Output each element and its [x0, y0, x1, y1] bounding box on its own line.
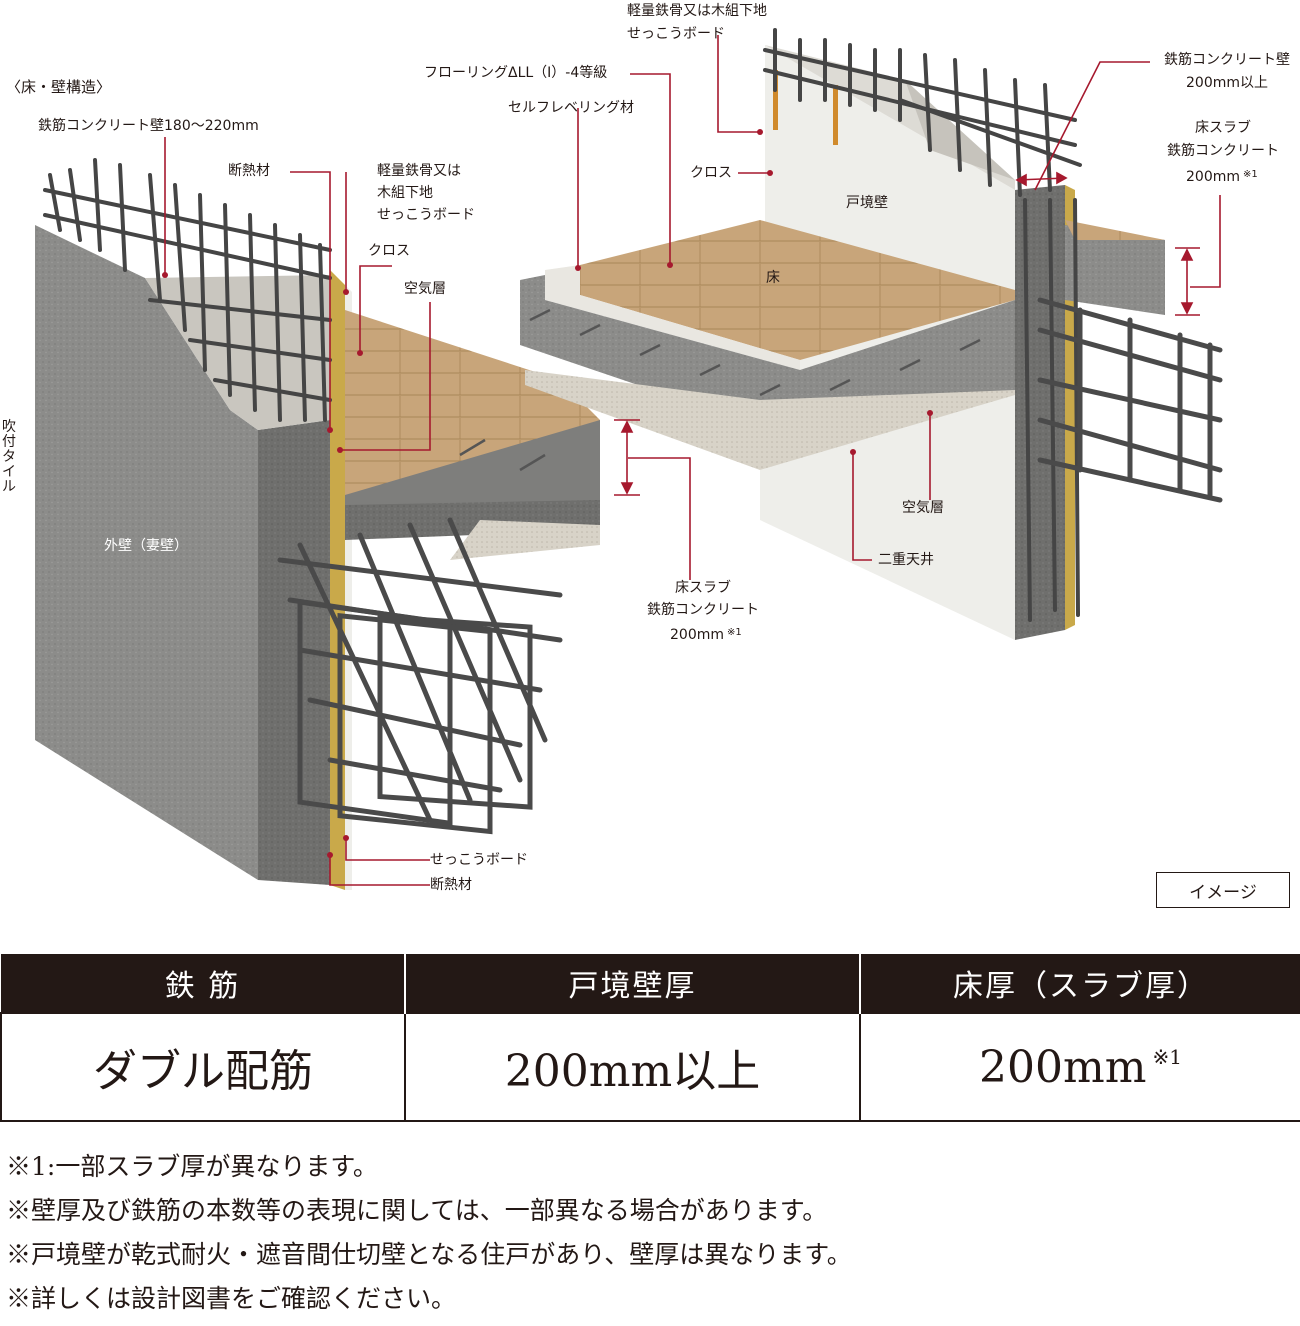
label-air-layer-right: 空気層 [902, 500, 944, 516]
label-steel-frame-left-1: 軽量鉄骨又は [377, 163, 461, 179]
label-spray-tile: 吹付タイル [2, 419, 16, 495]
leader-lines [164, 35, 1221, 886]
label-slab-mid-3: 200mm※1 [670, 627, 742, 643]
dimension-markers [614, 171, 1200, 496]
label-cloth-left: クロス [368, 243, 410, 259]
label-steel-frame-top-2: せっこうボード [627, 26, 725, 42]
label-outer-wall: 外壁（妻壁） [104, 538, 188, 554]
beam-cage-rebar [277, 517, 563, 835]
spec-table-header-row: 鉄 筋 戸境壁厚 床厚（スラブ厚） [1, 954, 1300, 1013]
label-slab-mid-1: 床スラブ [675, 580, 731, 596]
slab-rebar-marks [459, 308, 981, 472]
image-only-badge: イメージ [1156, 872, 1290, 908]
label-rc-wall: 鉄筋コンクリート壁180〜220mm [38, 118, 259, 134]
label-insulation-top: 断熱材 [228, 163, 270, 179]
header-rebar: 鉄 筋 [1, 954, 405, 1013]
value-floor-note-mark: ※1 [1152, 1044, 1182, 1069]
left-wall-rebar [43, 158, 332, 422]
label-steel-frame-top-1: 軽量鉄骨又は木組下地 [627, 3, 767, 19]
label-flooring: フローリングΔLL（I）-4等級 [424, 65, 608, 81]
header-party-wall-thickness: 戸境壁厚 [404, 954, 860, 1013]
label-slab-right-1: 床スラブ [1195, 120, 1251, 136]
label-slab-right-3: 200mm※1 [1186, 169, 1258, 185]
right-beam-rebar [1037, 297, 1223, 503]
exterior-wall-block [35, 225, 600, 890]
label-rc-wall-right-2: 200mm以上 [1186, 75, 1268, 91]
footnote-2: ※壁厚及び鉄筋の本数等の表現に関しては、一部異なる場合があります。 [6, 1196, 828, 1225]
spec-table: 鉄 筋 戸境壁厚 床厚（スラブ厚） ダブル配筋 200mm以上 200mm※1 [0, 954, 1300, 1122]
floor-wall-structure-diagram [35, 28, 1223, 890]
value-rebar: ダブル配筋 [0, 1012, 406, 1122]
spec-table-value-row: ダブル配筋 200mm以上 200mm※1 [0, 1012, 1300, 1122]
label-party-wall: 戸境壁 [846, 195, 888, 211]
label-slab-mid-2: 鉄筋コンクリート [647, 602, 759, 618]
label-gypsum-bottom: せっこうボード [430, 852, 528, 868]
label-floor: 床 [766, 270, 780, 286]
value-party-wall-thickness: 200mm以上 [404, 1012, 861, 1122]
footnote-4: ※詳しくは設計図書をご確認ください。 [6, 1284, 457, 1313]
right-floor-block [520, 45, 1165, 640]
label-steel-frame-left-2: 木組下地 [377, 185, 433, 201]
label-rc-wall-right-1: 鉄筋コンクリート壁 [1164, 52, 1290, 68]
label-air-layer-left: 空気層 [404, 281, 446, 297]
label-insulation-bottom: 断熱材 [430, 877, 472, 893]
label-self-leveling: セルフレベリング材 [508, 100, 634, 116]
footnote-3: ※戸境壁が乾式耐火・遮音間仕切壁となる住戸があり、壁厚は異なります。 [6, 1240, 852, 1269]
footnote-1: ※1:一部スラブ厚が異なります。 [6, 1152, 378, 1181]
label-steel-frame-left-3: せっこうボード [377, 207, 475, 223]
value-floor-thickness: 200mm※1 [859, 1012, 1300, 1122]
label-double-ceiling: 二重天井 [878, 552, 934, 568]
header-floor-thickness: 床厚（スラブ厚） [859, 954, 1300, 1013]
section-title: 〈床・壁構造〉 [6, 78, 112, 96]
label-cloth-right: クロス [690, 165, 732, 181]
footnotes: ※1:一部スラブ厚が異なります。 ※壁厚及び鉄筋の本数等の表現に関しては、一部異… [6, 1150, 852, 1326]
right-wall-rebar [763, 28, 1082, 622]
label-slab-right-2: 鉄筋コンクリート [1167, 143, 1279, 159]
leader-dots [162, 129, 933, 858]
